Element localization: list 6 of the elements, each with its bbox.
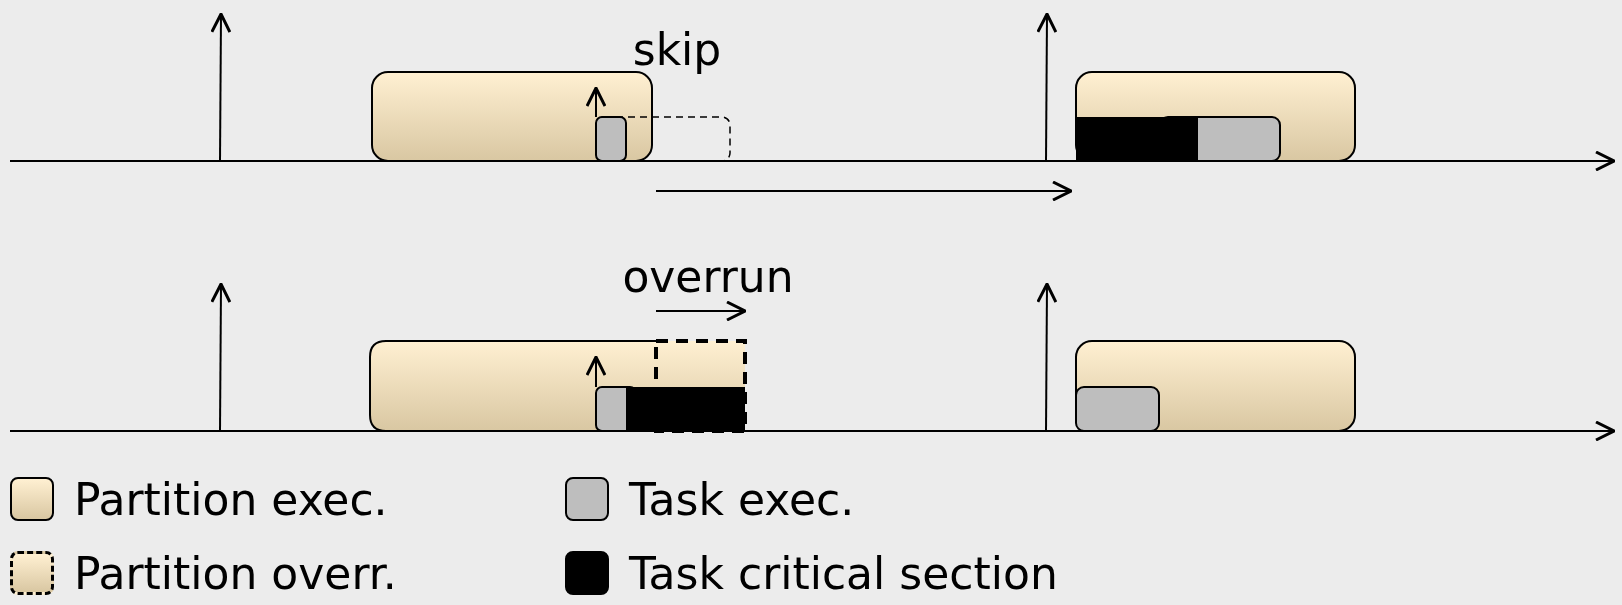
annotation-label: skip [632,28,722,72]
annotation-label: overrun [622,255,794,299]
legend-label: Partition overr. [74,552,397,596]
legend-label: Task exec. [629,478,855,522]
legend-label: Task critical section [629,552,1058,596]
legend-label: Partition exec. [74,478,388,522]
